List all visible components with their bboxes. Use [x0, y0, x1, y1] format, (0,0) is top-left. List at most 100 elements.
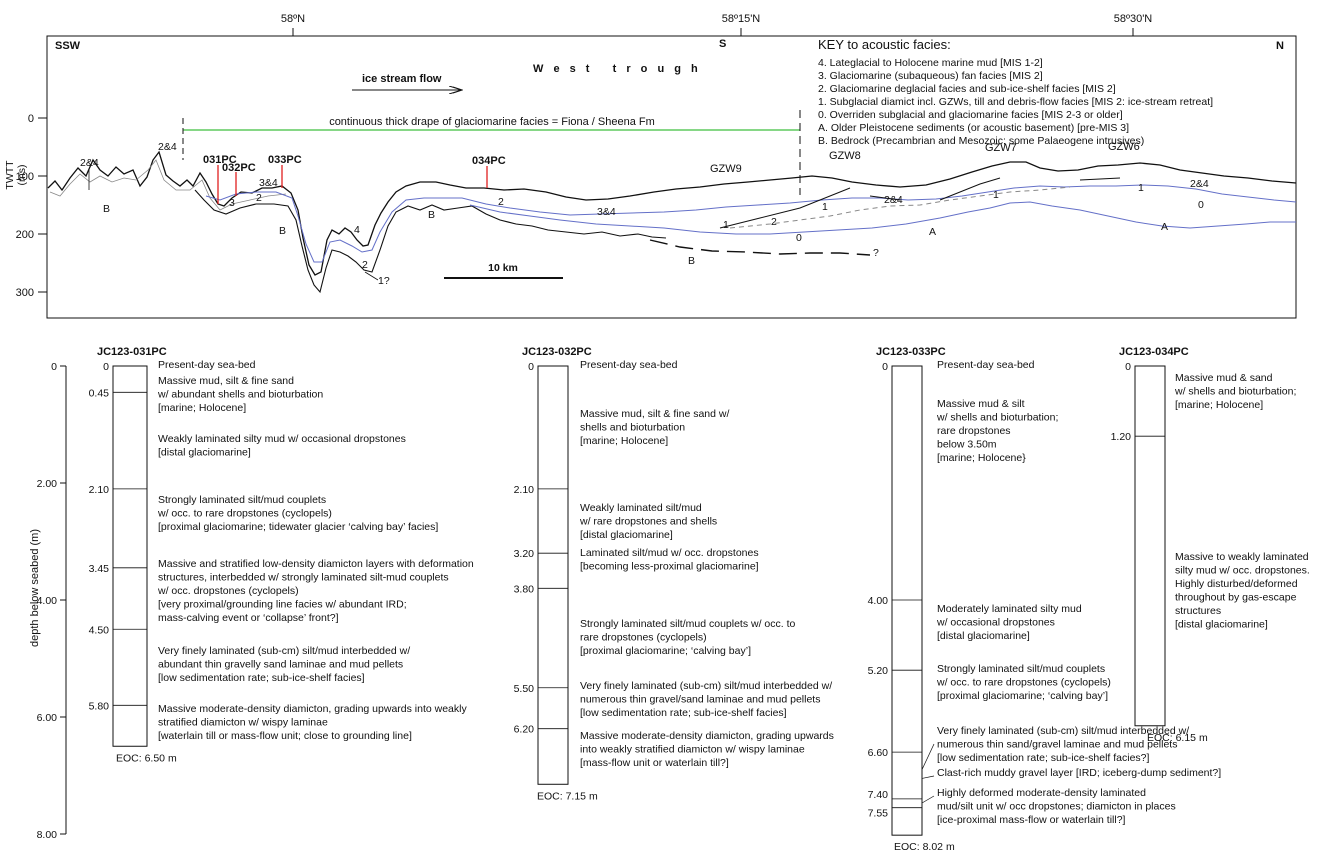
facies-label: ?	[873, 247, 879, 259]
unit-description: Very finely laminated (sub-cm) silt/mud …	[580, 680, 832, 692]
unit-description: numerous thin gravel/sand laminae and mu…	[580, 694, 820, 706]
depth-label: 4.00	[868, 595, 889, 607]
core-name: JC123-032PC	[522, 346, 592, 358]
unit-description: Massive mud, silt & fine sand	[158, 375, 294, 387]
depth-label: 6.20	[514, 724, 535, 736]
gzw9-label: GZW9	[710, 163, 742, 175]
facies-label: 2&4	[1190, 178, 1209, 190]
y-axis-title: TWTT	[4, 160, 16, 190]
unit-description: Massive mud & sand	[1175, 372, 1273, 384]
facies-label: 2	[256, 192, 262, 204]
unit-description: [distal glaciomarine]	[158, 447, 251, 459]
unit-description: Highly deformed moderate-density laminat…	[937, 787, 1146, 799]
y-tick-300: 300	[16, 287, 34, 299]
facies-label: 3	[229, 197, 235, 209]
unit-description: [proximal glaciomarine; ‘calving bay’]	[580, 645, 751, 657]
lat-label-58-30n: 58º30'N	[1114, 13, 1153, 25]
unit-description: [mass-flow unit or waterlain till?]	[580, 757, 729, 769]
unit-description: w/ shells and bioturbation;	[1174, 386, 1296, 398]
y-tick-0: 0	[28, 113, 34, 125]
seismic-section: 58ºN 58º15'N 58º30'N SSW S N W e s t t r…	[4, 13, 1297, 319]
depth-label: 6.60	[868, 747, 889, 759]
unit-description: Massive to weakly laminated	[1175, 551, 1309, 563]
depth-label: 3.45	[89, 563, 110, 575]
unit-description: below 3.50m	[937, 439, 997, 451]
unit-description: w/ occ. to rare dropstones (cyclopels)	[936, 677, 1111, 689]
unit-description: structures	[1175, 605, 1221, 617]
facies-label: A	[929, 226, 936, 238]
facies-labels: 2&4 2&4 3&4 3&4 2&4 2&4 B B B B 3 2 2 2 …	[80, 141, 1209, 287]
facies-label: A	[1161, 221, 1168, 233]
core-column	[1134, 365, 1166, 727]
unit-description: rare dropstones (cyclopels)	[580, 632, 707, 644]
key-item: B. Bedrock (Precambrian and Mesozoic; so…	[818, 135, 1144, 147]
unit-description: w/ shells and bioturbation;	[936, 412, 1058, 424]
facies-label: B	[279, 225, 286, 237]
horizon-dashed	[729, 186, 1071, 229]
depth-label: 0	[528, 361, 534, 373]
depth-axis-title: depth below seabed (m)	[29, 529, 41, 647]
core-eoc: EOC: 7.15 m	[537, 790, 598, 802]
core-label-031pc: 031PC	[203, 154, 237, 166]
depth-label: 1.20	[1111, 431, 1132, 443]
depth-label: 0	[882, 361, 888, 373]
direction-ssw: SSW	[55, 40, 81, 52]
facies-key: KEY to acoustic facies: 4. Lateglacial t…	[818, 37, 1213, 147]
facies-label: B	[688, 255, 695, 267]
facies-label: B	[103, 203, 110, 215]
unit-description: Massive moderate-density diamicton, grad…	[158, 703, 467, 715]
gzw6-label: GZW6	[1108, 141, 1140, 153]
depth-label: 2.10	[89, 484, 110, 496]
unit-description: Massive mud & silt	[937, 398, 1025, 410]
leader-line	[921, 775, 935, 779]
unit-description: Highly disturbed/deformed	[1175, 578, 1298, 590]
unit-description: [ice-proximal mass-flow or waterlain til…	[937, 814, 1126, 826]
facies-label: 2&4	[884, 194, 903, 206]
facies-label: 4	[354, 224, 360, 236]
unit-description: [marine; Holocene]	[1175, 399, 1263, 411]
facies-label: 3&4	[259, 177, 278, 189]
facies-label: 1	[723, 219, 729, 231]
depth-label: 5.50	[514, 683, 535, 695]
unit-description: Weakly laminated silty mud w/ occasional…	[158, 433, 406, 445]
unit-description: [proximal glaciomarine; tidewater glacie…	[158, 521, 438, 533]
unit-description: mass-calving event or ‘collapse’ front?]	[158, 612, 339, 624]
seabed-profile	[47, 150, 1297, 276]
unit-description: Strongly laminated silt/mud couplets w/ …	[580, 618, 796, 630]
unit-description: Massive mud, silt & fine sand w/	[580, 408, 729, 420]
unit-description: [waterlain till or mass-flow unit; close…	[158, 730, 412, 742]
key-item: 2. Glaciomarine deglacial facies and sub…	[818, 83, 1116, 95]
unit-description: Very finely laminated (sub-cm) silt/mud …	[158, 645, 410, 657]
unit-description: Very finely laminated (sub-cm) silt/mud …	[937, 725, 1189, 737]
facies-label: 3&4	[597, 206, 616, 218]
unit-description: [marine; Holocene]	[580, 435, 668, 447]
unit-description: [distal glaciomarine]	[1175, 619, 1268, 631]
core-column	[891, 365, 923, 836]
unit-description: Moderately laminated silty mud	[937, 603, 1082, 615]
drape-label: continuous thick drape of glaciomarine f…	[329, 116, 655, 128]
core-depth-axis: depth below seabed (m) 0 2.00 4.00 6.00 …	[29, 361, 67, 841]
y-axis-unit: (ms)	[16, 165, 28, 186]
facies-label: 2	[771, 216, 777, 228]
unit-description: [low sedimentation rate; sub-ice-shelf f…	[580, 707, 787, 719]
unit-description: mud/silt unit w/ occ dropstones; diamict…	[937, 801, 1176, 813]
depth-tick: 2.00	[37, 478, 58, 490]
unit-description: throughout by gas-escape	[1175, 592, 1297, 604]
direction-n: N	[1276, 40, 1284, 52]
unit-description: w/ occ. to rare dropstones (cyclopels)	[157, 508, 332, 520]
scale-bar-label: 10 km	[488, 262, 518, 274]
depth-label: 0.45	[89, 387, 110, 399]
facies-label: 0	[1198, 199, 1204, 211]
facies-label: 1	[993, 189, 999, 201]
unit-description: Weakly laminated silt/mud	[580, 502, 702, 514]
unit-description: structures, interbedded w/ strongly lami…	[158, 572, 449, 584]
depth-tick: 6.00	[37, 712, 58, 724]
depth-tick: 4.00	[37, 595, 58, 607]
gzw8-label: GZW8	[829, 150, 861, 162]
unit-description: w/ rare dropstones and shells	[579, 516, 717, 528]
depth-label: 3.20	[514, 548, 535, 560]
facies-label: 2&4	[158, 141, 177, 153]
depth-tick: 8.00	[37, 829, 58, 841]
leader-line	[921, 795, 935, 804]
